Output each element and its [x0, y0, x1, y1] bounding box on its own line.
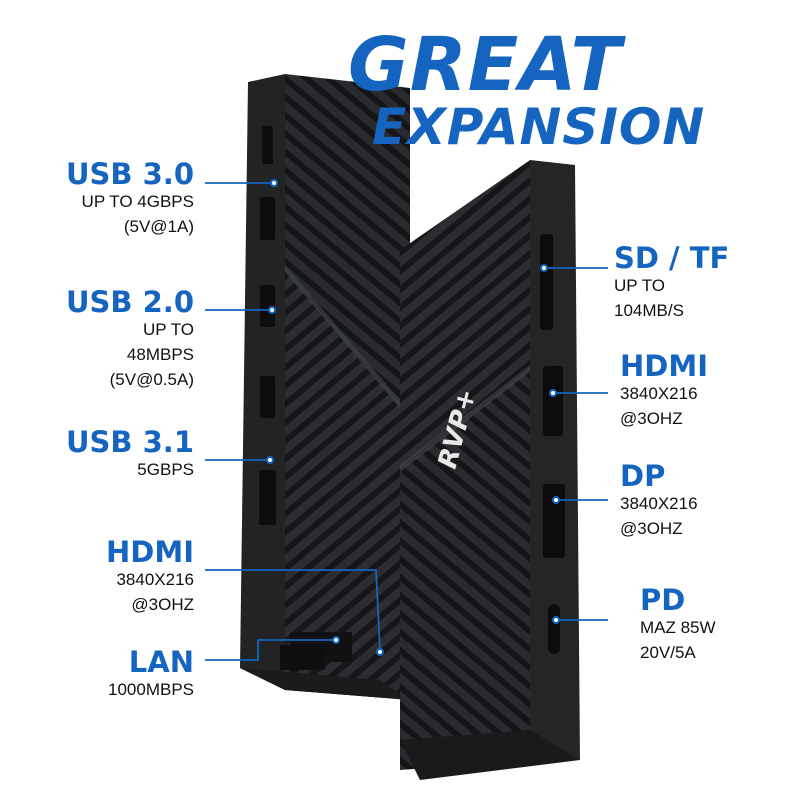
lan-spec-1: 1000MBPS — [108, 680, 194, 699]
usbc-pd-port — [548, 604, 560, 654]
usb31-title: USB 3.1 — [65, 425, 194, 459]
left-hub — [240, 74, 410, 700]
usb2-port — [260, 285, 275, 327]
usb20-spec-2: 48MBPS — [126, 345, 194, 364]
label-dp: DP 3840X216 @3OHZ — [620, 462, 698, 541]
usb31-port — [259, 470, 276, 525]
hdmi-left-spec-1: 3840X216 — [116, 570, 194, 589]
connector-lines — [205, 182, 608, 661]
hdmi-left-title: HDMI — [106, 535, 194, 569]
dp-spec-1: 3840X216 — [620, 494, 698, 513]
usb3-port — [260, 197, 275, 240]
label-usb20: USB 2.0 UP TO 48MBPS (5V@0.5A) — [66, 288, 194, 392]
usb20-title: USB 2.0 — [65, 285, 194, 319]
usb30-spec-2: (5V@1A) — [123, 217, 194, 236]
hdmi-port-right — [543, 366, 563, 436]
dp-title: DP — [620, 459, 666, 493]
pd-spec-1: MAZ 85W — [640, 618, 716, 637]
label-pd: PD MAZ 85W 20V/5A — [640, 586, 716, 665]
usb3-port-top — [262, 126, 273, 164]
hdmi-left-spec-2: @3OHZ — [131, 595, 194, 614]
hdmi-right-title: HDMI — [620, 349, 708, 383]
headline-expansion: EXPANSION — [372, 98, 706, 156]
sd-tf-spec-1: UP TO — [614, 276, 666, 295]
usb30-title: USB 3.0 — [65, 157, 194, 191]
right-hub: RVP+ — [400, 160, 580, 780]
connector-dots — [266, 179, 560, 656]
hdmi-right-spec-1: 3840X216 — [620, 384, 698, 403]
label-usb31: USB 3.1 5GBPS — [66, 428, 194, 482]
usb31-spec-1: 5GBPS — [137, 460, 194, 479]
sd-tf-spec-2: 104MB/S — [614, 301, 684, 320]
pd-spec-2: 20V/5A — [640, 643, 696, 662]
label-sd-tf: SD / TF UP TO 104MB/S — [614, 244, 729, 323]
sd-slot — [540, 234, 553, 330]
label-usb30: USB 3.0 UP TO 4GBPS (5V@1A) — [66, 160, 194, 239]
hdmi-right-spec-2: @3OHZ — [620, 409, 683, 428]
headline-great: GREAT — [348, 22, 622, 108]
usb20-spec-3: (5V@0.5A) — [109, 370, 194, 389]
dp-port — [543, 484, 565, 558]
label-hdmi-right: HDMI 3840X216 @3OHZ — [620, 352, 708, 431]
usb30-spec-1: UP TO 4GBPS — [81, 192, 194, 211]
lan-port — [280, 645, 325, 670]
usb2-port-b — [260, 376, 275, 418]
pd-title: PD — [640, 583, 686, 617]
sd-tf-title: SD / TF — [614, 241, 730, 275]
dp-spec-2: @3OHZ — [620, 519, 683, 538]
lan-title: LAN — [128, 645, 194, 679]
label-lan: LAN 1000MBPS — [108, 648, 194, 702]
label-hdmi-left: HDMI 3840X216 @3OHZ — [106, 538, 194, 617]
usb20-spec-1: UP TO — [142, 320, 194, 339]
